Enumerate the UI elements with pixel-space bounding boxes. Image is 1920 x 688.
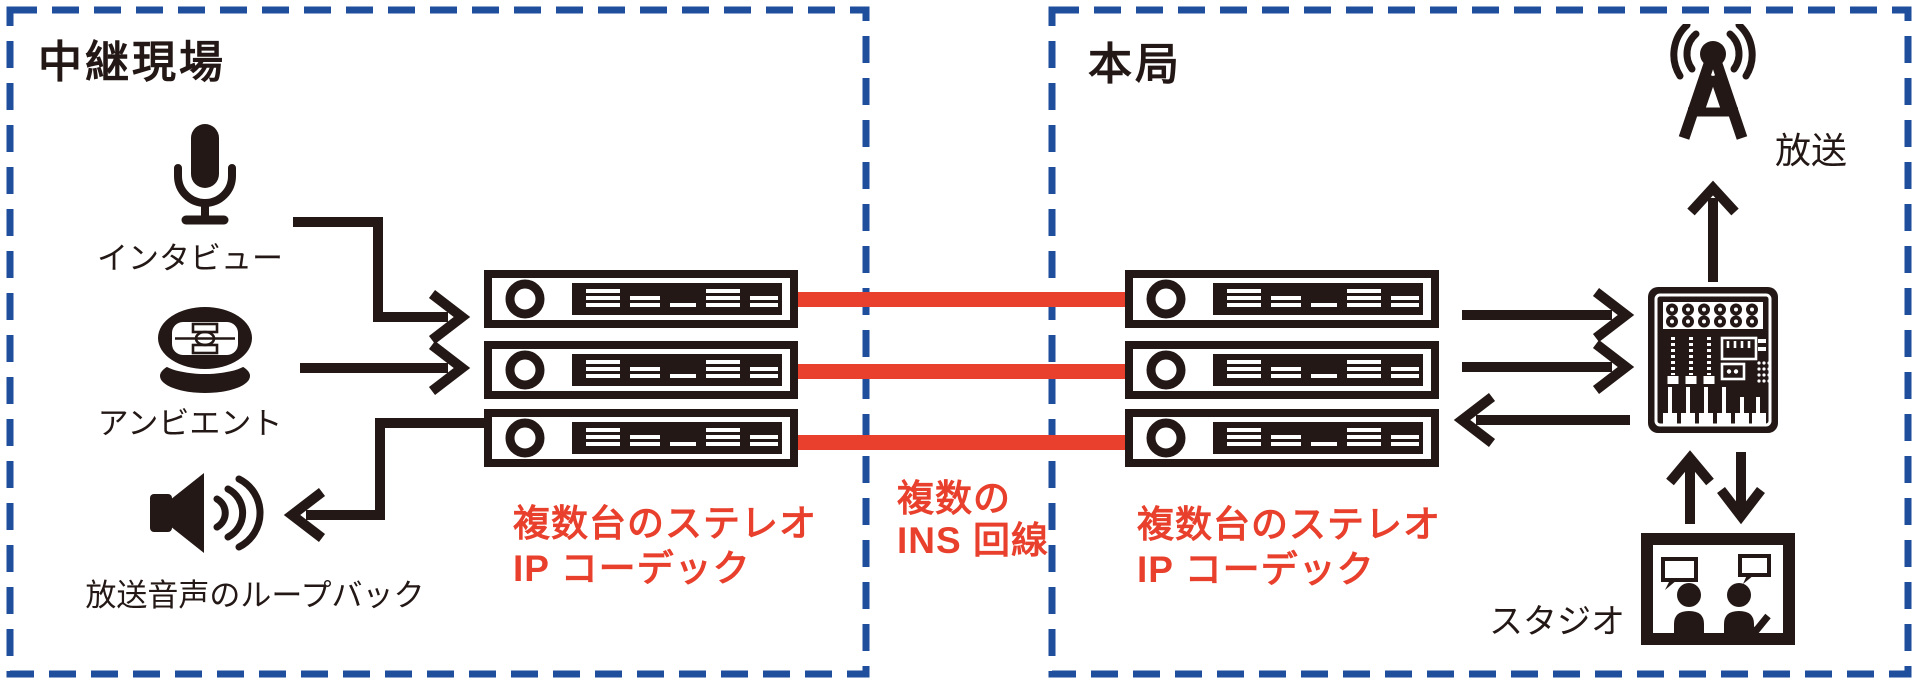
ins-link-label-line2: INS 回線 [897,520,1049,561]
main-station-title: 本局 [1088,40,1182,89]
remote-site-title: 中継現場 [38,38,226,87]
source-label-interview: インタビュー [97,241,283,276]
ip-codec-unit [484,270,798,328]
studio-label: スタジオ [1489,603,1625,641]
ip-codec-unit [1125,409,1439,467]
station-codec-label-line2: IP コーデック [1137,549,1375,590]
remote-codec-label-line2: IP コーデック [513,548,751,589]
ins-lines [795,292,1127,450]
ins-link-label: 複数の INS 回線 [897,478,1049,562]
broadcast-label: 放送 [1775,130,1848,171]
audio-mixer-icon [1648,287,1778,433]
remote-codec-label: 複数台のステレオ IP コーデック [513,501,817,591]
studio-icon [1641,533,1795,645]
source-label-ambient: アンビエント [97,406,283,441]
stadium-icon [158,307,252,393]
source-label-loopback: 放送音声のループバック [85,578,425,613]
broadcast-antenna-icon [1670,24,1756,140]
ip-codec-unit [1125,270,1439,328]
ip-codec-unit [484,341,798,399]
speaker-icon [150,473,264,553]
ip-codec-unit [1125,341,1439,399]
station-codec-label-line1: 複数台のステレオ [1137,504,1441,545]
remote-connectors [283,217,484,542]
station-codec-label: 複数台のステレオ IP コーデック [1137,502,1441,592]
ip-codec-unit [484,409,798,467]
ins-link-label-line1: 複数の [897,478,1011,519]
microphone-icon [174,124,236,225]
remote-codec-label-line1: 複数台のステレオ [513,503,817,544]
